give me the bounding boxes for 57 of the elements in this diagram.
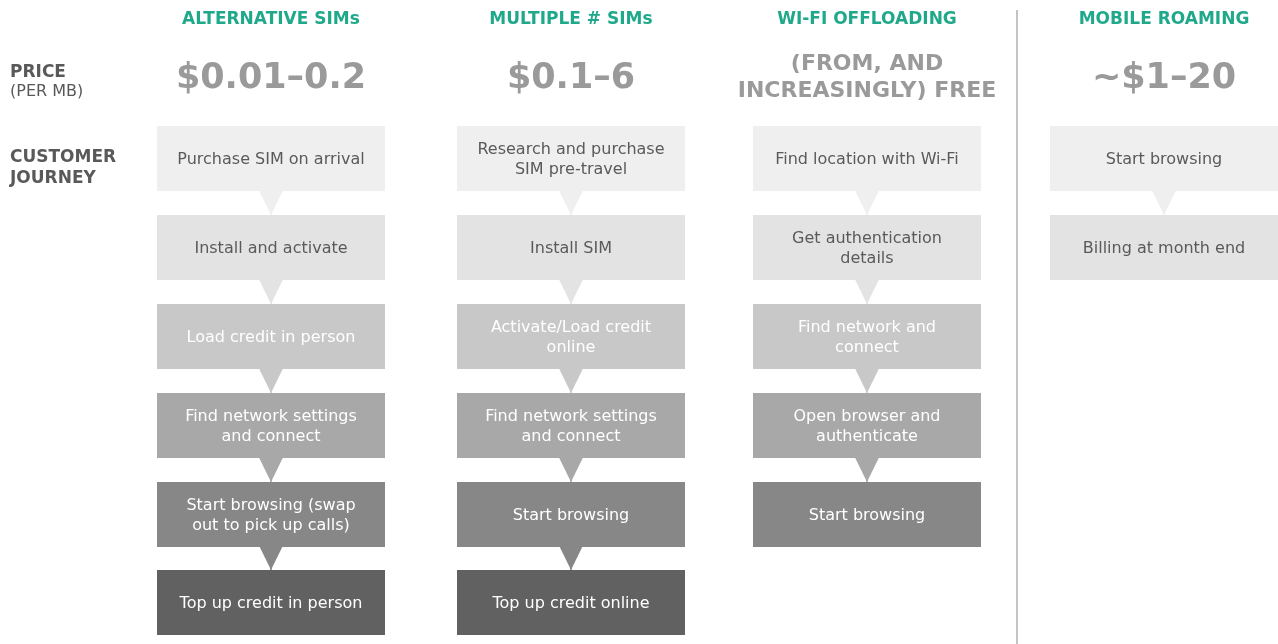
step-box [753,304,981,369]
price-value: ~$1–20 [1090,55,1238,97]
chevron-arrow [855,457,879,483]
chevron-arrow [259,190,283,216]
chevron-arrow [559,545,583,571]
step-box [157,215,385,280]
step-box [457,304,685,369]
chevron-arrow [259,368,283,394]
chevron-arrow [559,279,583,305]
step-text: Find network settings and connect [484,405,658,446]
step-text: Start browsing [512,504,630,525]
step-box [157,482,385,547]
step-box [157,393,385,458]
step-text: Install and activate [194,237,348,258]
step-text: Find network settings and connect [184,405,358,446]
step-text: Purchase SIM on arrival [177,148,365,169]
step-box [457,393,685,458]
chevron-arrow [1152,190,1176,216]
chevron-arrow [855,190,879,216]
step-box [457,570,685,635]
chevron-arrow [855,279,879,305]
step-text: Get authentication details [791,227,943,268]
step-box [753,215,981,280]
column-heading: MULTIPLE # SIMs [488,8,654,28]
chevron-arrow [855,368,879,394]
row-note: (PER MB) [10,81,84,100]
step-text: Install SIM [530,237,612,258]
step-text: Start browsing (swap out to pick up calls) [185,494,357,535]
chevron-arrow [259,545,283,571]
step-text: Top up credit in person [179,592,363,613]
step-box [753,393,981,458]
column-heading: MOBILE ROAMING [1077,8,1251,28]
step-text: Open browser and authenticate [792,405,942,446]
step-text: Top up credit online [492,592,650,613]
price-value: (FROM, AND INCREASINGLY) FREE [736,49,998,103]
price-value: $0.1–6 [505,55,637,97]
step-box [157,570,385,635]
step-text: Research and purchase SIM pre-travel [476,138,666,179]
row-heading: PRICE [10,61,66,81]
step-text: Start browsing [808,504,926,525]
step-box [1050,215,1278,280]
chevron-arrow [259,457,283,483]
chevron-arrow [559,368,583,394]
step-text: Billing at month end [1082,237,1246,258]
column-heading: WI-FI OFFLOADING [776,8,958,28]
step-box [457,482,685,547]
step-box [457,215,685,280]
chevron-arrow [559,457,583,483]
price-value: $0.01–0.2 [174,55,368,97]
step-text: Find location with Wi-Fi [775,148,959,169]
chevron-arrow [559,190,583,216]
step-text: Start browsing [1105,148,1223,169]
step-box [157,304,385,369]
row-heading: CUSTOMER JOURNEY [10,146,118,188]
step-box [753,482,981,547]
chevron-arrow [259,279,283,305]
column-heading: ALTERNATIVE SIMs [181,8,361,28]
